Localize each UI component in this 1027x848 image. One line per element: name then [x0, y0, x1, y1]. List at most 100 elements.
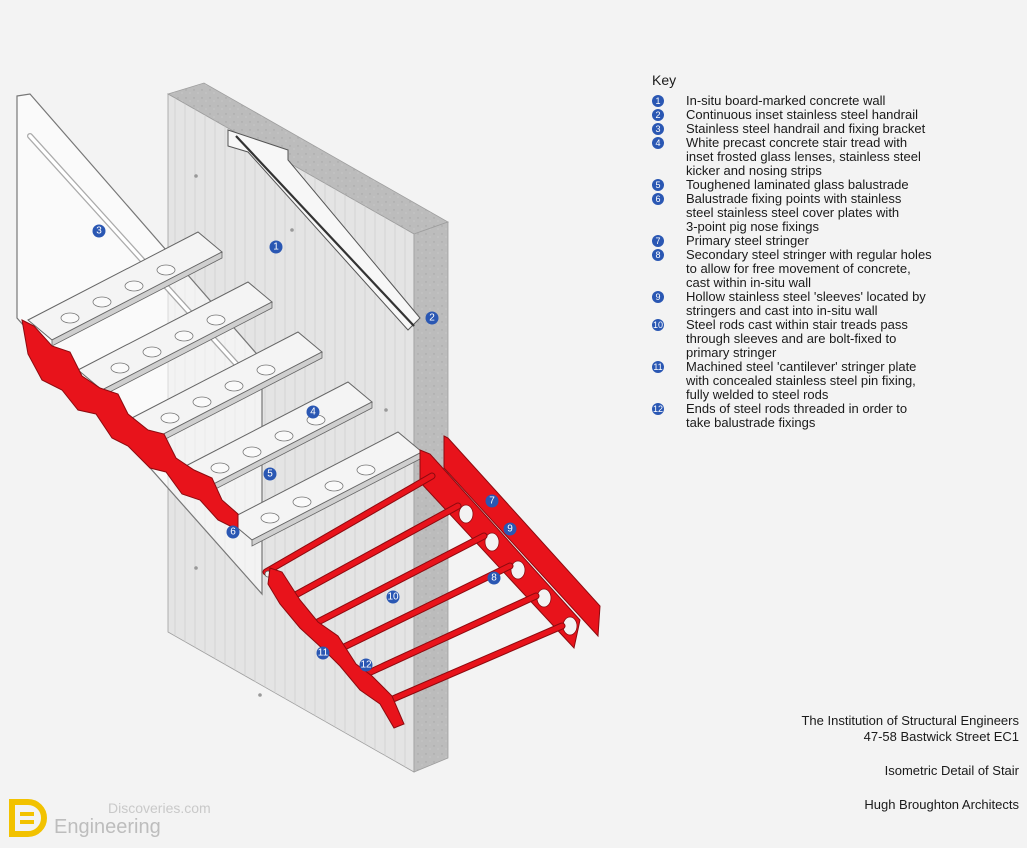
key-item-text: Hollow stainless steel 'sleeves' located… — [686, 289, 926, 318]
steel-rod — [287, 503, 461, 601]
svg-text:4: 4 — [310, 407, 316, 418]
svg-text:7: 7 — [489, 496, 495, 507]
key-badge: 3 — [652, 123, 664, 135]
steel-rod — [335, 563, 513, 653]
key-badge: 12 — [652, 403, 664, 415]
svg-text:6: 6 — [230, 527, 236, 538]
callout-8: 8 — [487, 571, 501, 585]
key-item-text: Continuous inset stainless steel handrai… — [686, 107, 918, 122]
svg-text:1: 1 — [273, 242, 279, 253]
steel-rod — [383, 623, 565, 705]
glass-lens — [110, 362, 130, 374]
logo-mark-icon — [9, 799, 47, 837]
svg-text:9: 9 — [507, 524, 513, 535]
callout-5: 5 — [263, 467, 277, 481]
callout-4: 4 — [306, 405, 320, 419]
glass-lens — [206, 314, 226, 326]
callout-markers: 1 2 3 4 5 6 7 8 9 10 11 12 — [92, 224, 517, 672]
stair-tread — [177, 381, 373, 497]
svg-text:8: 8 — [491, 573, 497, 584]
logo-bottom-text: Engineering — [54, 816, 161, 838]
key-item: 11 Machined steel 'cantilever' stringer p… — [652, 360, 992, 402]
key-badge: 5 — [652, 179, 664, 191]
glass-lens — [142, 346, 162, 358]
callout-2: 2 — [425, 311, 439, 325]
secondary-stringer — [443, 435, 601, 638]
key-badge: 4 — [652, 137, 664, 149]
svg-text:10: 10 — [387, 592, 399, 603]
glass-lens — [292, 496, 312, 508]
glass-lens — [274, 430, 294, 442]
key-item: 7 Primary steel stringer — [652, 234, 992, 248]
watermark-logo: Discoveries.com Engineering — [8, 796, 228, 840]
stair-tread — [77, 281, 273, 397]
cantilever-stringer-plate-upper — [21, 319, 239, 531]
key-item-text: Ends of steel rods threaded in order to … — [686, 401, 908, 430]
key-item-text: Primary steel stringer — [686, 233, 809, 248]
wall-side-face — [413, 221, 449, 773]
callout-9: 9 — [503, 522, 517, 536]
glass-lens — [156, 264, 176, 276]
key-item-text: White precast concrete stair tread with … — [686, 135, 921, 178]
key-badge: 1 — [652, 95, 664, 107]
key-item: 8 Secondary steel stringer with regular h… — [652, 248, 992, 290]
key-badge: 8 — [652, 249, 664, 261]
key-badge: 6 — [652, 193, 664, 205]
glass-lens — [124, 280, 144, 292]
key-title: Key — [652, 72, 677, 88]
key-badge: 7 — [652, 235, 664, 247]
steel-rod — [263, 473, 435, 575]
key-item: 3 Stainless steel handrail and fixing bra… — [652, 122, 992, 136]
callout-10: 10 — [386, 590, 400, 604]
svg-text:3: 3 — [96, 226, 102, 237]
svg-text:5: 5 — [267, 469, 273, 480]
title-block: The Institution of Structural Engineers … — [801, 713, 1019, 813]
steel-rod — [311, 533, 487, 627]
glass-lens — [242, 446, 262, 458]
key-item-text: Balustrade fixing points with stainless … — [686, 191, 902, 234]
glass-lens — [324, 480, 344, 492]
svg-text:2: 2 — [429, 313, 435, 324]
glass-lens — [174, 330, 194, 342]
stringer-hole — [458, 504, 474, 524]
drawing-title: Isometric Detail of Stair — [884, 763, 1019, 778]
glass-lens — [192, 396, 212, 408]
key-item: 2 Continuous inset stainless steel handra… — [652, 108, 992, 122]
callout-1: 1 — [269, 240, 283, 254]
key-item-text: Toughened laminated glass balustrade — [686, 177, 909, 192]
stair-treads — [27, 231, 423, 547]
callout-7: 7 — [485, 494, 499, 508]
glass-lens — [356, 464, 376, 476]
glass-lens — [260, 512, 280, 524]
steel-rod — [359, 593, 539, 679]
steel-structure — [21, 319, 601, 729]
glass-lens — [256, 364, 276, 376]
architect-name: Hugh Broughton Architects — [864, 797, 1019, 812]
callout-11: 11 — [316, 646, 330, 660]
key-badge: 11 — [652, 361, 664, 373]
key-item-text: Stainless steel handrail and fixing brac… — [686, 121, 926, 136]
key-item: 6 Balustrade fixing points with stainless… — [652, 192, 992, 234]
glass-lens — [160, 412, 180, 424]
tread-nosing-strip — [51, 251, 223, 347]
glass-lens — [92, 296, 112, 308]
key-badge: 10 — [652, 319, 664, 331]
glass-lens — [210, 462, 230, 474]
key-item-text: Secondary steel stringer with regular ho… — [686, 247, 932, 290]
institution-name: The Institution of Structural Engineers — [801, 713, 1019, 728]
key-badge: 2 — [652, 109, 664, 121]
stringer-hole — [510, 560, 526, 580]
stringer-hole — [536, 588, 552, 608]
key-item-text: Machined steel 'cantilever' stringer pla… — [686, 359, 917, 402]
institution-address: 47-58 Bastwick Street EC1 — [863, 729, 1019, 744]
callout-12: 12 — [359, 658, 373, 672]
key-item: 5 Toughened laminated glass balustrade — [652, 178, 992, 192]
svg-text:11: 11 — [318, 648, 329, 659]
svg-text:12: 12 — [360, 660, 372, 671]
